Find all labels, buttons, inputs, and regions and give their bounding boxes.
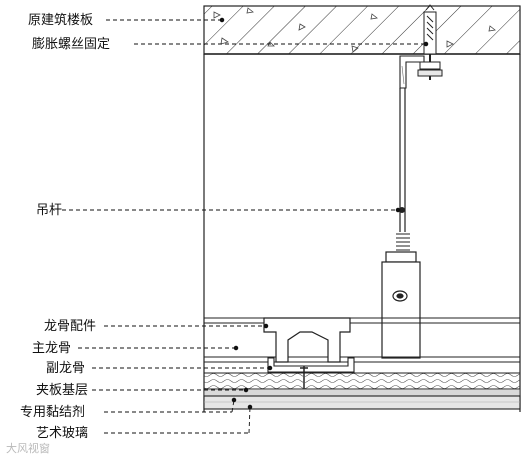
main-keel [204, 317, 520, 363]
hanger-rod [396, 88, 410, 251]
hanger-clip [381, 251, 421, 359]
label-hanger-rod: 吊杆 [36, 203, 63, 218]
art-glass-layer [203, 395, 521, 410]
label-art-glass: 艺术玻璃 [36, 426, 89, 441]
aggregate-marks [213, 7, 496, 53]
label-main-keel: 主龙骨 [32, 341, 72, 356]
watermark: 大风视窗 [6, 442, 50, 455]
leader-lines [62, 17, 429, 434]
plywood-layer [203, 372, 521, 390]
label-floor-slab: 原建筑楼板 [28, 13, 94, 28]
label-special-adhesive: 专用黏结剂 [20, 405, 86, 420]
label-secondary-keel: 副龙骨 [46, 361, 86, 376]
adhesive-layer [203, 388, 521, 397]
rod-thread [396, 233, 410, 251]
wall-outline [203, 54, 521, 412]
label-plywood-base: 夹板基层 [36, 383, 89, 398]
label-keel-fitting: 龙骨配件 [44, 319, 97, 334]
floor-slab [203, 5, 521, 55]
label-expansion-bolt: 膨胀螺丝固定 [32, 37, 111, 52]
secondary-keel [267, 357, 355, 373]
keel-fitting [263, 317, 351, 363]
